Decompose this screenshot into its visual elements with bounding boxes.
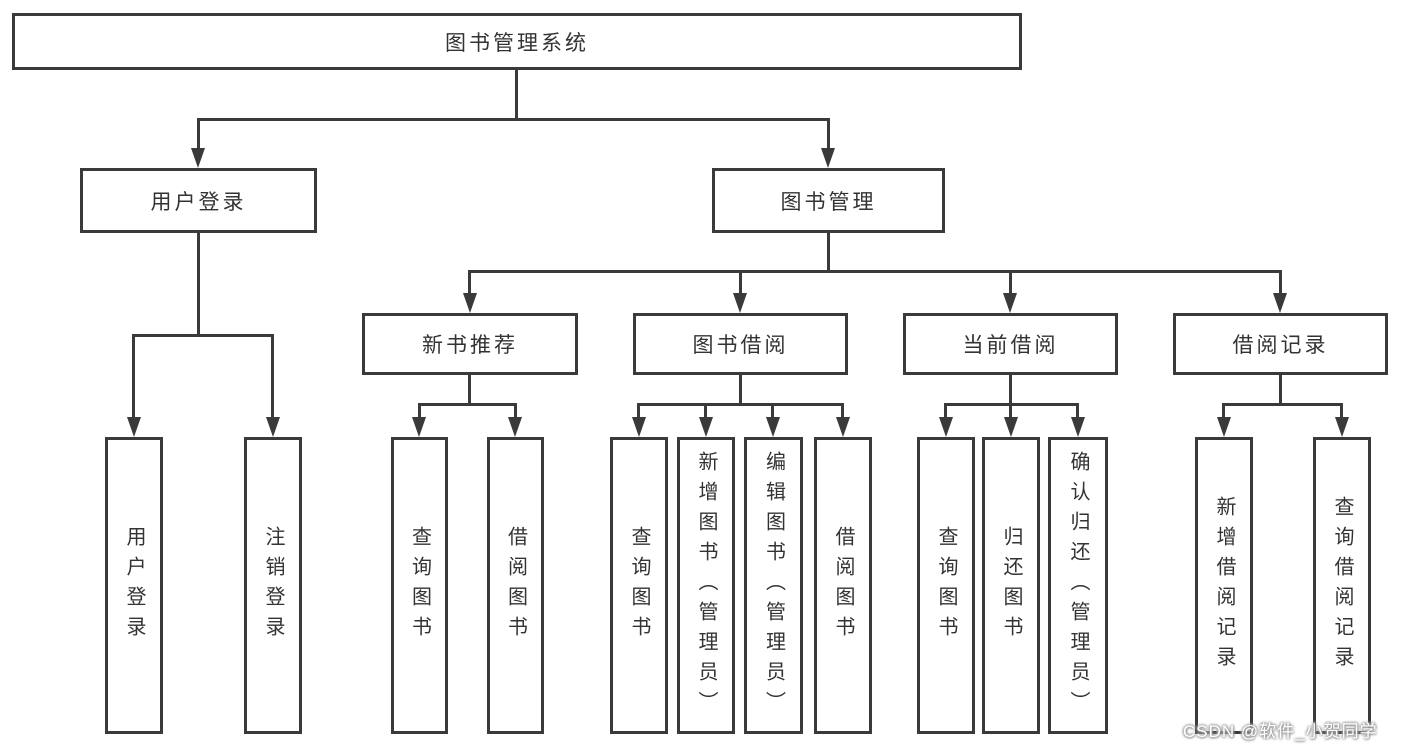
leaf-query-books-current: 查询图书	[917, 437, 975, 734]
connector-vline	[132, 334, 135, 419]
arrow-down-icon	[632, 417, 646, 437]
node-label: 图书管理	[780, 190, 877, 214]
connector-hline	[468, 270, 1282, 273]
arrow-down-icon	[733, 293, 747, 313]
arrow-down-icon	[1273, 293, 1287, 313]
connector-vline	[841, 403, 844, 421]
leaf-user-login: 用户登录	[105, 437, 163, 734]
connector-vline	[1340, 403, 1343, 421]
arrow-down-icon	[821, 148, 835, 168]
connector-vline	[944, 403, 947, 421]
node-borrowing-records: 借阅记录	[1173, 313, 1388, 375]
connector-vline	[739, 375, 742, 405]
arrow-down-icon	[699, 417, 713, 437]
node-label: 确认归还（管理员）	[1067, 450, 1089, 721]
connector-hline	[1222, 403, 1343, 406]
node-label: 查询借阅记录	[1331, 495, 1353, 676]
node-book-borrowing: 图书借阅	[633, 313, 848, 375]
node-label: 查询图书	[628, 525, 650, 646]
node-label: 查询图书	[935, 525, 957, 646]
arrow-down-icon	[766, 417, 780, 437]
leaf-query-books-recommend: 查询图书	[391, 437, 448, 734]
connector-vline	[468, 270, 471, 295]
connector-vline	[827, 118, 830, 150]
node-label: 查询图书	[408, 525, 431, 646]
connector-vline	[1009, 403, 1012, 421]
connector-vline	[1279, 375, 1282, 405]
connector-hline	[418, 403, 517, 406]
arrow-down-icon	[1003, 293, 1017, 313]
connector-vline	[1009, 375, 1012, 405]
arrow-down-icon	[508, 417, 522, 437]
node-label: 借阅图书	[504, 525, 527, 646]
node-label: 借阅图书	[832, 525, 854, 646]
connector-hline	[132, 334, 274, 337]
node-label: 归还图书	[1000, 525, 1022, 646]
node-current-borrowing: 当前借阅	[903, 313, 1118, 375]
node-book-management: 图书管理	[712, 168, 945, 233]
arrow-down-icon	[463, 293, 477, 313]
node-label: 图书管理系统	[445, 31, 589, 55]
connector-vline	[271, 334, 274, 419]
connector-vline	[515, 70, 518, 120]
connector-vline	[197, 233, 200, 336]
node-user-login: 用户登录	[80, 168, 317, 233]
node-label: 新书推荐	[422, 334, 518, 357]
csdn-watermark: CSDN @软件_小贺同学	[1183, 722, 1378, 741]
arrow-down-icon	[1071, 417, 1085, 437]
node-label: 图书借阅	[692, 334, 789, 357]
arrow-down-icon	[836, 417, 850, 437]
connector-vline	[1076, 403, 1079, 421]
connector-vline	[1009, 270, 1012, 295]
node-label: 新增借阅记录	[1213, 495, 1235, 676]
leaf-borrow-books-recommend: 借阅图书	[487, 437, 544, 734]
connector-vline	[1279, 270, 1282, 295]
arrow-down-icon	[1335, 417, 1349, 437]
leaf-borrow-books-borrowing: 借阅图书	[814, 437, 872, 734]
connector-vline	[468, 375, 471, 405]
leaf-query-borrow-record: 查询借阅记录	[1313, 437, 1371, 734]
arrow-down-icon	[127, 417, 141, 437]
node-label: 用户登录	[123, 525, 145, 646]
connector-hline	[197, 118, 830, 121]
connector-vline	[637, 403, 640, 421]
connector-vline	[739, 270, 742, 295]
arrow-down-icon	[412, 417, 426, 437]
connector-vline	[827, 233, 830, 272]
leaf-confirm-return-admin: 确认归还（管理员）	[1048, 437, 1108, 734]
node-label: 编辑图书（管理员）	[762, 450, 785, 721]
leaf-logout: 注销登录	[244, 437, 302, 734]
node-label: 用户登录	[150, 190, 247, 214]
arrow-down-icon	[266, 417, 280, 437]
leaf-query-books-borrowing: 查询图书	[610, 437, 668, 734]
connector-vline	[514, 403, 517, 421]
arrow-down-icon	[1004, 417, 1018, 437]
connector-vline	[418, 403, 421, 421]
node-label: 注销登录	[262, 525, 284, 646]
node-label: 借阅记录	[1232, 334, 1329, 357]
node-new-book-recommendation: 新书推荐	[362, 313, 578, 375]
node-label: 当前借阅	[962, 334, 1059, 357]
connector-hline	[637, 403, 844, 406]
connector-vline	[197, 118, 200, 150]
connector-vline	[771, 403, 774, 421]
node-label: 新增图书（管理员）	[695, 450, 717, 721]
leaf-return-books: 归还图书	[982, 437, 1040, 734]
node-library-management-system: 图书管理系统	[12, 13, 1022, 70]
leaf-add-borrow-record: 新增借阅记录	[1195, 437, 1253, 734]
arrow-down-icon	[191, 148, 205, 168]
connector-vline	[1222, 403, 1225, 421]
arrow-down-icon	[1217, 417, 1231, 437]
leaf-add-books-admin: 新增图书（管理员）	[677, 437, 735, 734]
arrow-down-icon	[939, 417, 953, 437]
connector-vline	[704, 403, 707, 421]
leaf-edit-books-admin: 编辑图书（管理员）	[744, 437, 803, 734]
